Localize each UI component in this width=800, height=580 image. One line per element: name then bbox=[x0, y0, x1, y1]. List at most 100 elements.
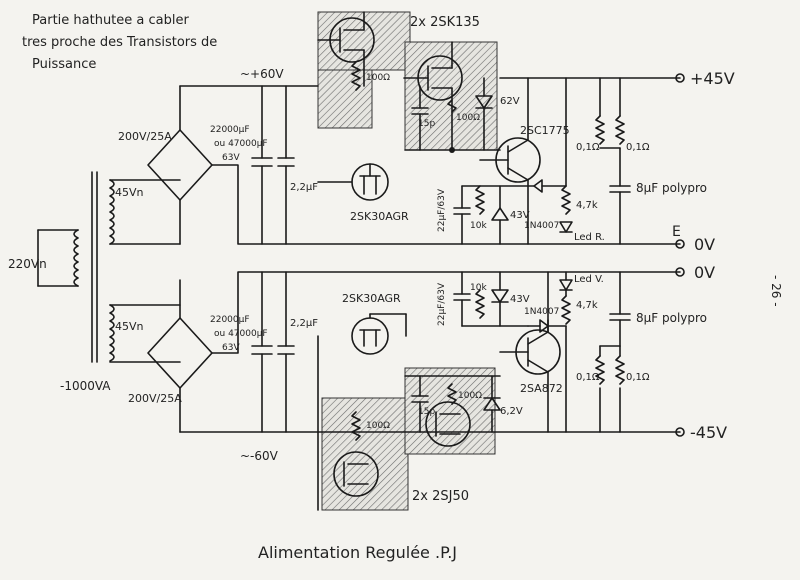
rail-zero-bot bbox=[211, 271, 681, 354]
bridge-bottom bbox=[147, 279, 213, 433]
r100c-label: 100Ω bbox=[366, 421, 390, 431]
bjt-top-2sc1775 bbox=[479, 77, 541, 245]
d4007-top-label: 1N4007 bbox=[524, 221, 559, 231]
bjt-top-label: 2SC1775 bbox=[520, 124, 570, 137]
big-cap-bot-l1: 22000µF bbox=[210, 315, 250, 325]
fet-top-2sk30 bbox=[351, 163, 389, 201]
output-e-label: E bbox=[672, 224, 681, 240]
raw-pos-label: ~+60V bbox=[240, 67, 284, 81]
r100a-label: 100Ω bbox=[366, 73, 390, 83]
small-cap-top-label: 2,2µF bbox=[290, 182, 318, 193]
big-cap-bot-l3: 63V bbox=[222, 343, 240, 353]
res-10k-top bbox=[475, 185, 485, 215]
bridge-bottom-label: 200V/25A bbox=[128, 392, 182, 405]
res-100-c bbox=[351, 411, 361, 441]
cap-22u-top bbox=[453, 185, 471, 245]
output-zero2-label: 0V bbox=[694, 263, 715, 282]
d4007-bot-label: 1N4007 bbox=[524, 307, 559, 317]
z43-bot-label: 43V bbox=[510, 294, 530, 305]
z62-bot-label: 6,2V bbox=[500, 406, 523, 417]
raw-neg-label: ~-60V bbox=[240, 449, 279, 463]
cap-poly-bot bbox=[609, 271, 631, 347]
led-bot bbox=[559, 271, 573, 297]
secondary-top-label: 45Vn bbox=[115, 186, 144, 199]
page-title: Alimentation Regulée .P.J bbox=[258, 543, 457, 562]
fet-bot-label: 2SK30AGR bbox=[342, 292, 401, 305]
r01b-label: 0,1Ω bbox=[626, 142, 650, 153]
small-cap-bot-label: 2,2µF bbox=[290, 318, 318, 329]
terminal-neg bbox=[675, 427, 685, 437]
bot-pair-label: 2x 2SJ50 bbox=[412, 489, 469, 504]
res-47-top bbox=[561, 185, 571, 215]
res-10k-bot bbox=[475, 289, 485, 319]
secondary-bottom-label: 45Vn bbox=[115, 320, 144, 333]
rail-zero-top bbox=[211, 164, 681, 245]
zener-43-top bbox=[491, 185, 509, 245]
big-cap-bot-l2: ou 47000µF bbox=[214, 329, 268, 339]
res-01-b bbox=[615, 115, 625, 145]
res-100-d bbox=[447, 383, 457, 405]
header-note-line2: tres proche des Transistors de bbox=[22, 35, 217, 50]
poly-top-label: 8µF polypro bbox=[636, 181, 707, 195]
terminal-pos bbox=[675, 73, 685, 83]
bridge-top bbox=[147, 85, 213, 245]
bottom-fet-pair bbox=[333, 401, 471, 497]
r47-bot-label: 4,7k bbox=[576, 300, 598, 311]
r01a-label: 0,1Ω bbox=[576, 142, 600, 153]
top-fet-pair bbox=[317, 11, 463, 151]
big-cap-top bbox=[251, 85, 295, 245]
c22-top-label: 22µF/63V bbox=[437, 188, 447, 232]
big-cap-top-l1: 22000µF bbox=[210, 125, 250, 135]
led-top bbox=[559, 221, 573, 233]
res-01-a bbox=[595, 115, 605, 145]
c22-bot-label: 22µF/63V bbox=[437, 282, 447, 326]
big-cap-top-l2: ou 47000µF bbox=[214, 139, 268, 149]
big-cap-top-l3: 63V bbox=[222, 153, 240, 163]
bjt-bot-label: 2SA872 bbox=[520, 382, 563, 395]
diode-1n4007-top bbox=[527, 179, 567, 193]
zener-43-bot bbox=[491, 271, 509, 327]
r01d-label: 0,1Ω bbox=[626, 372, 650, 383]
cap-poly-top bbox=[609, 147, 631, 245]
cap-15p-bot bbox=[411, 375, 429, 433]
terminal-zero2 bbox=[675, 267, 685, 277]
z43-top-label: 43V bbox=[510, 210, 530, 221]
fet-top-label: 2SK30AGR bbox=[350, 210, 409, 223]
header-note-line3: Puissance bbox=[32, 57, 96, 72]
c15p-bot-label: 15p bbox=[418, 407, 435, 417]
res-01-c bbox=[595, 355, 605, 385]
primary-voltage-label: 220Vn bbox=[8, 257, 47, 271]
zener-62-bot bbox=[483, 375, 501, 433]
hatch-top-b bbox=[317, 69, 373, 129]
poly-bot-label: 8µF polypro bbox=[636, 311, 707, 325]
cap-22u-bot bbox=[453, 271, 471, 327]
r10k-top-label: 10k bbox=[470, 221, 487, 231]
fet-bot-2sk30 bbox=[351, 313, 407, 355]
led-top-label: Led R. bbox=[574, 232, 605, 243]
zener-62-top bbox=[475, 77, 493, 151]
header-note-line1: Partie hathutee a cabler bbox=[32, 13, 189, 28]
led-bot-label: Led V. bbox=[574, 274, 604, 285]
r100b-label: 100Ω bbox=[456, 113, 480, 123]
res-100-a bbox=[351, 61, 361, 91]
bridge-top-label: 200V/25A bbox=[118, 130, 172, 143]
big-cap-bot bbox=[251, 271, 295, 433]
r01c-label: 0,1Ω bbox=[576, 372, 600, 383]
cap-15p-top bbox=[411, 85, 429, 151]
res-100-b bbox=[447, 99, 457, 113]
z62-label: 62V bbox=[500, 96, 520, 107]
terminal-zero1 bbox=[675, 239, 685, 249]
output-neg-label: -45V bbox=[690, 423, 727, 442]
r47-top-label: 4,7k bbox=[576, 200, 598, 211]
output-zero1-label: 0V bbox=[694, 235, 715, 254]
transformer-power-label: -1000VA bbox=[60, 379, 111, 393]
output-pos-label: +45V bbox=[690, 69, 735, 88]
c15p-top-label: 15p bbox=[418, 119, 435, 129]
top-pair-label: 2x 2SK135 bbox=[410, 15, 480, 30]
r10k-bot-label: 10k bbox=[470, 283, 487, 293]
diode-1n4007-bot bbox=[527, 319, 567, 333]
page-number: - 26 - bbox=[769, 275, 783, 307]
r100d-label: 100Ω bbox=[458, 391, 482, 401]
